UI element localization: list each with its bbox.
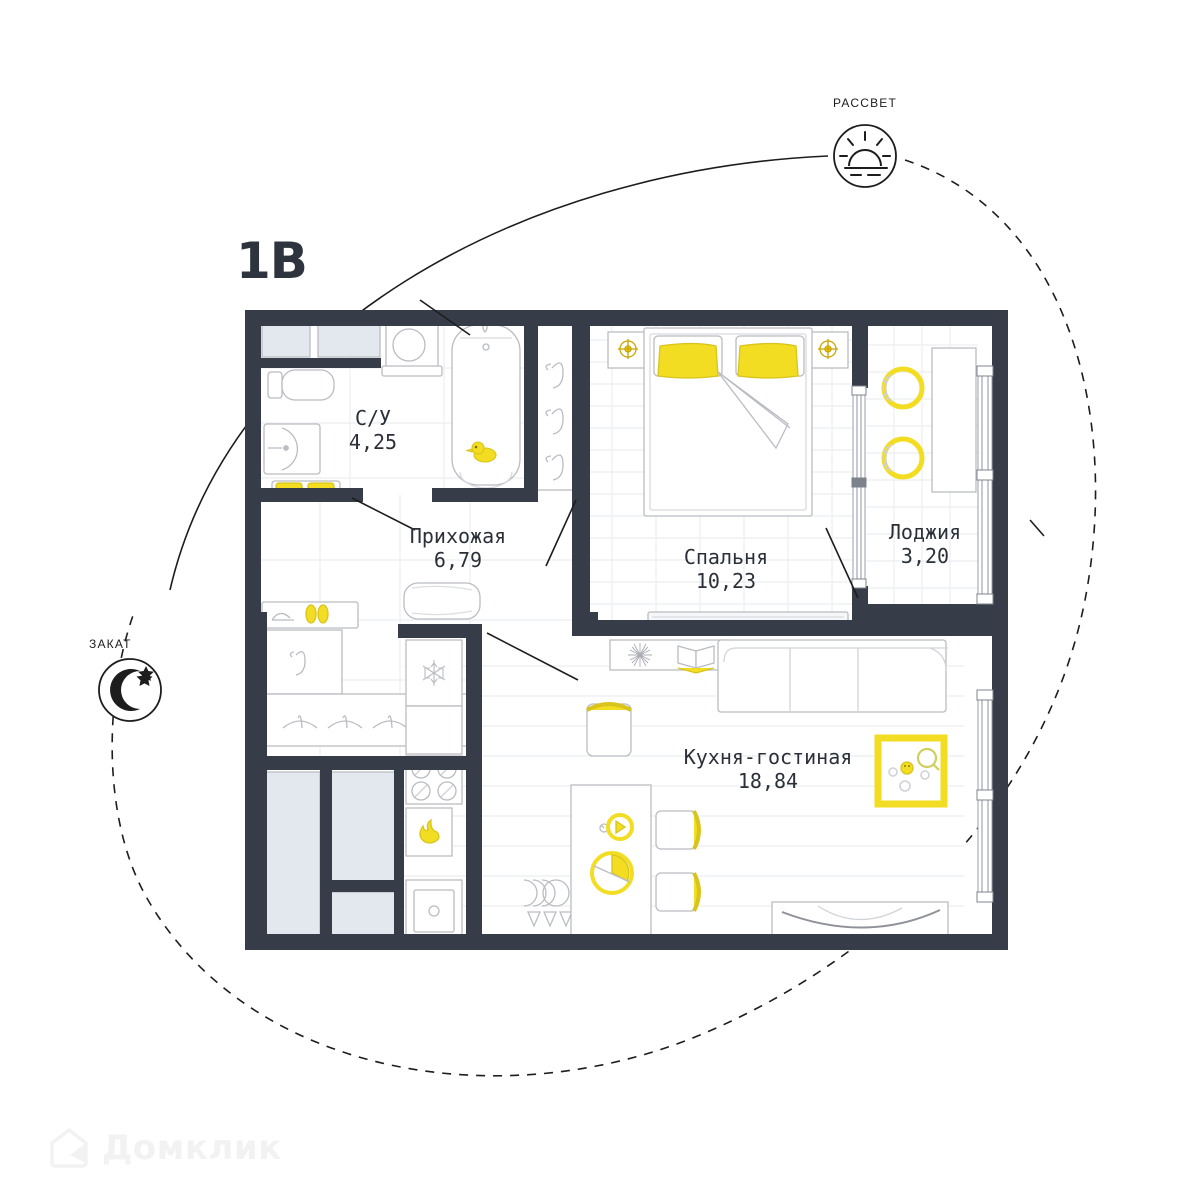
room-area: 10,23 xyxy=(695,568,757,593)
loggia-bottom-wall xyxy=(868,604,992,636)
bath-cabinet-right xyxy=(317,324,381,358)
bedroom-kitchen-wall xyxy=(572,620,872,636)
storage-wall-div xyxy=(330,880,398,892)
hangers-icon xyxy=(282,715,408,729)
leader-hallway xyxy=(545,499,577,567)
room-name: Лоджия xyxy=(888,520,962,544)
kitchen-sink-icon xyxy=(405,879,463,943)
bedroom-loggia-wall xyxy=(852,318,868,388)
oven-icon xyxy=(405,807,453,857)
storage-wall-top xyxy=(253,756,469,770)
duvet-fold xyxy=(717,371,789,450)
bed-icon xyxy=(643,327,813,517)
room-name: С/У xyxy=(354,406,392,430)
dining-chair-2 xyxy=(655,872,701,912)
watermark-text: Домклик xyxy=(102,1128,282,1168)
storage-wall-mid xyxy=(320,756,332,934)
snowflake-icon xyxy=(422,660,446,686)
room-name: Спальня xyxy=(683,545,769,569)
toilet-icon xyxy=(267,369,335,401)
room-label-loggia: Лоджия 3,20 xyxy=(862,520,988,568)
room-label-bedroom: Спальня 10,23 xyxy=(626,545,826,593)
room-label-kitchen-living: Кухня-гостиная 18,84 xyxy=(650,745,886,793)
wall-picture-icon xyxy=(874,734,948,808)
rubber-duck-icon xyxy=(465,441,497,463)
sun-path-dashed xyxy=(111,159,1097,1077)
pillow-right xyxy=(737,342,799,379)
room-area: 18,84 xyxy=(737,768,799,793)
kitchen-furniture xyxy=(405,639,701,946)
sunrise-icon xyxy=(833,124,897,188)
bath-inner-strip xyxy=(261,358,381,368)
shoe-bench-icon xyxy=(261,601,359,629)
leader-bathroom xyxy=(351,497,416,531)
book-icon xyxy=(677,645,715,674)
washing-machine-icon xyxy=(381,321,443,377)
sunset-label: ЗАКАТ xyxy=(89,637,132,651)
leader-kitchen xyxy=(486,632,579,681)
left-wall-lower xyxy=(245,612,267,950)
sun-path-solid xyxy=(169,155,829,591)
living-furniture xyxy=(609,639,949,939)
room-label-bathroom: С/У 4,25 xyxy=(318,406,428,454)
dining-chair-1 xyxy=(655,810,701,850)
storage-block-1 xyxy=(261,771,321,939)
window-loggia-right xyxy=(976,365,994,605)
room-name: Кухня-гостиная xyxy=(683,745,853,769)
bath-wall-bottom xyxy=(253,488,363,502)
page-title: 1В xyxy=(236,232,308,290)
console-shelf xyxy=(609,639,729,674)
bath-cabinet-left xyxy=(261,324,311,358)
decor-star-icon xyxy=(628,643,652,667)
hallway-pouf xyxy=(403,582,481,620)
room-area: 3,20 xyxy=(900,543,950,568)
window-living-right xyxy=(976,689,994,903)
bath-wall-right xyxy=(524,318,538,500)
moon-stars-icon xyxy=(98,658,162,722)
pillow-left xyxy=(657,342,719,379)
leader-lines xyxy=(351,299,859,681)
loggia-shelf xyxy=(931,347,977,493)
nightstand-left xyxy=(607,331,649,369)
tv-console-icon xyxy=(771,901,949,939)
kitchen-island xyxy=(570,784,652,946)
room-name: Прихожая xyxy=(409,524,507,548)
storage-block-2 xyxy=(329,771,397,883)
room-label-hallway: Прихожая 6,79 xyxy=(348,524,568,572)
walls-group xyxy=(245,310,1008,950)
loggia-furniture xyxy=(881,347,977,493)
hallway-furniture xyxy=(261,582,481,939)
watermark-logo: Домклик xyxy=(46,1118,296,1178)
storage-block-3 xyxy=(329,891,397,939)
kitchen-hall-wall xyxy=(466,636,482,934)
sun-path-tick xyxy=(1029,519,1045,537)
loggia-round-seat-1 xyxy=(881,366,925,410)
bedroom-loggia-wall-2 xyxy=(852,586,868,626)
sink-icon xyxy=(263,423,321,475)
sunrise-label: РАССВЕТ xyxy=(833,96,898,110)
windows-group xyxy=(851,365,994,903)
bathtub-icon xyxy=(451,321,521,489)
dishware-icon xyxy=(523,879,573,928)
leader-bedroom xyxy=(825,527,859,599)
window-bedroom-loggia xyxy=(851,385,867,589)
storage-wall-right xyxy=(394,770,404,934)
room-area: 6,79 xyxy=(433,547,483,572)
domclick-house-icon xyxy=(50,1127,88,1168)
kitchen-counter-upper xyxy=(405,705,463,755)
loggia-round-seat-2 xyxy=(881,436,925,480)
sun-path-group xyxy=(111,155,1097,1077)
bar-stool-icon xyxy=(586,702,632,757)
leader-entry-top xyxy=(419,299,471,336)
room-area: 4,25 xyxy=(348,429,398,454)
sofa-icon xyxy=(717,639,948,713)
nightstand-right xyxy=(807,331,849,369)
bedroom-furniture xyxy=(535,321,849,623)
hall-bedroom-wall xyxy=(572,318,590,626)
bath-wall-bottom2 xyxy=(432,488,538,502)
hall-kitchen-top xyxy=(398,624,482,638)
